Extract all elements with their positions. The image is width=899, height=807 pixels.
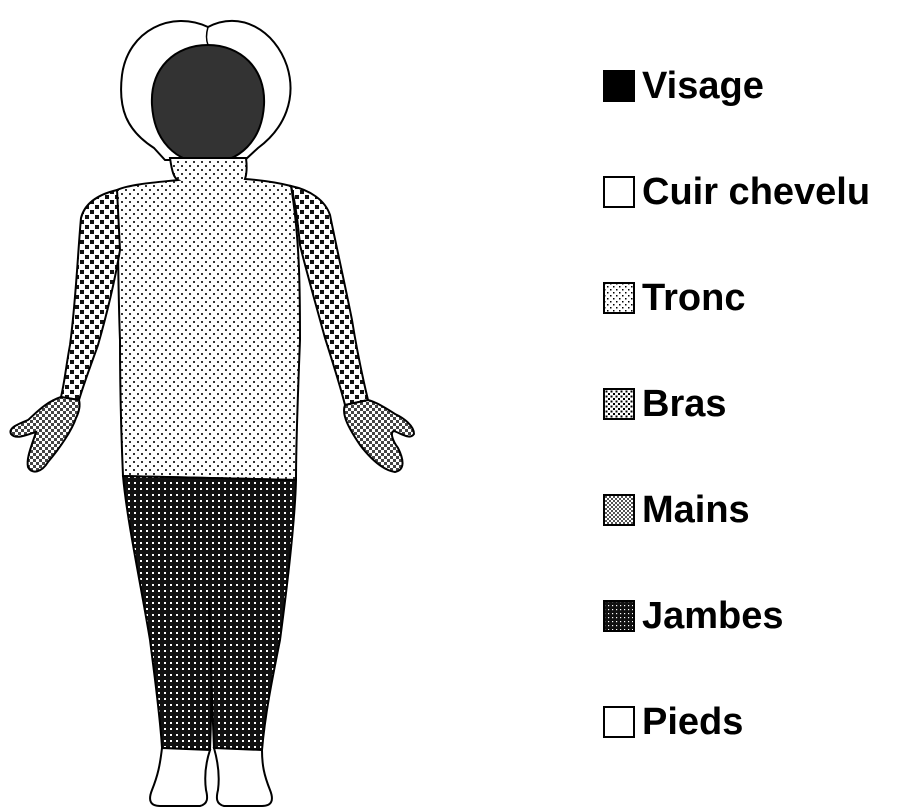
legend-swatch-mains (603, 494, 635, 526)
legend-label-pieds: Pieds (642, 694, 743, 750)
left-foot-region (150, 748, 210, 806)
legend-item-visage: Visage (603, 58, 764, 114)
legend-item-jambes: Jambes (603, 588, 784, 644)
legend-item-bras: Bras (603, 376, 727, 432)
right-hand-region (344, 400, 414, 472)
legend-swatch-pieds (603, 706, 635, 738)
legend-swatch-visage (603, 70, 635, 102)
trunk-region (117, 158, 300, 480)
legend-swatch-tronc (603, 282, 635, 314)
legend-label-tronc: Tronc (642, 270, 745, 326)
legend-swatch-cuir-chevelu (603, 176, 635, 208)
face-region (152, 45, 264, 163)
legend-item-tronc: Tronc (603, 270, 745, 326)
legend-item-pieds: Pieds (603, 694, 743, 750)
legend-label-mains: Mains (642, 482, 750, 538)
legend-swatch-jambes (603, 600, 635, 632)
legend-label-bras: Bras (642, 376, 727, 432)
legend-label-cuir-chevelu: Cuir chevelu (642, 164, 870, 220)
left-arm-region (61, 190, 120, 400)
left-hand-region (10, 397, 79, 472)
right-foot-region (214, 748, 272, 806)
legend-swatch-bras (603, 388, 635, 420)
right-arm-region (291, 186, 368, 405)
legend-label-visage: Visage (642, 58, 764, 114)
legend-item-mains: Mains (603, 482, 750, 538)
legs-region (123, 476, 296, 750)
legend-label-jambes: Jambes (642, 588, 784, 644)
legend-item-cuir-chevelu: Cuir chevelu (603, 164, 870, 220)
